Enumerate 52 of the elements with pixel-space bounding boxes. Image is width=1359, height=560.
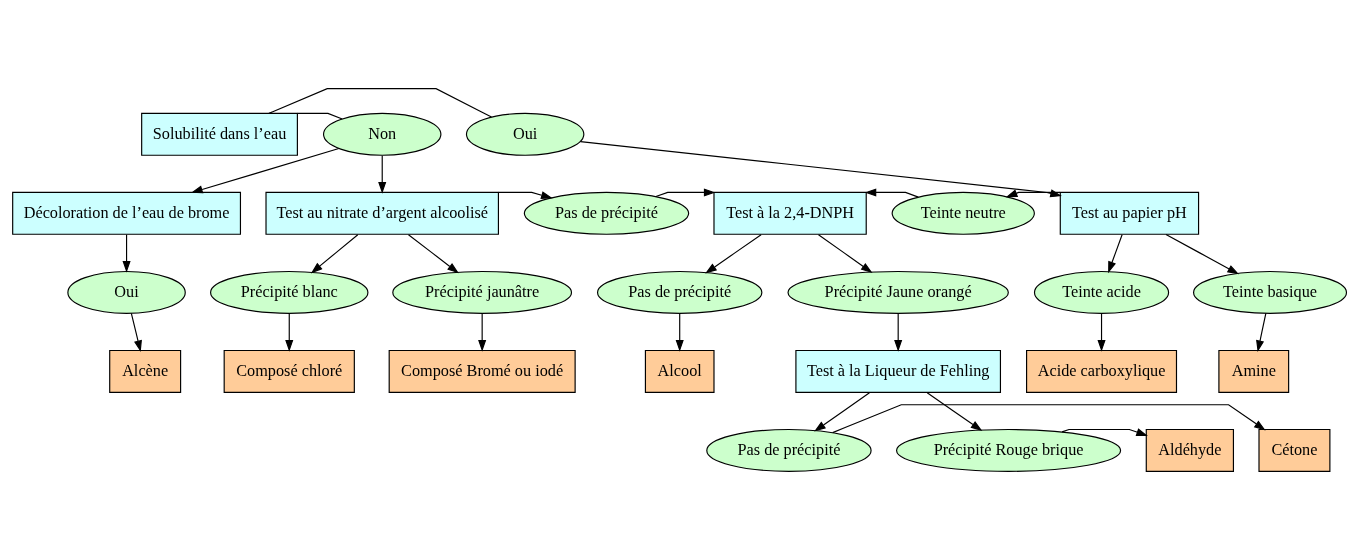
arrow xyxy=(926,392,983,432)
node-box: Composé chloré xyxy=(223,349,355,393)
arrow xyxy=(407,234,459,274)
node-box: Test à la Liqueur de Fehling xyxy=(795,349,1002,393)
node-box: Aldéhyde xyxy=(1145,428,1234,472)
node-ellipse: Teinte acide xyxy=(1033,270,1170,314)
arrow xyxy=(894,313,903,352)
node-box: Acide carboxylique xyxy=(1026,349,1178,393)
arrow xyxy=(1165,233,1240,275)
arrow xyxy=(675,313,684,352)
connector xyxy=(268,88,493,118)
node-ellipse: Précipité Rouge brique xyxy=(896,428,1122,472)
node-ellipse: Pas de précipité xyxy=(706,428,872,472)
node-box: Composé Bromé ou iodé xyxy=(388,349,576,393)
arrow xyxy=(478,313,487,352)
arrow xyxy=(1005,189,1061,198)
arrow xyxy=(832,404,1266,434)
node-box: Alcool xyxy=(644,349,715,393)
arrow xyxy=(285,313,294,352)
arrow xyxy=(864,188,919,198)
node-box: Amine xyxy=(1218,349,1290,393)
arrow xyxy=(814,392,871,432)
connector xyxy=(297,112,343,120)
node-ellipse: Précipité blanc xyxy=(210,270,369,314)
node-box: Solubilité dans l’eau xyxy=(141,112,298,156)
node-ellipse: Pas de précipité xyxy=(596,270,763,314)
arrow xyxy=(498,191,553,200)
arrow xyxy=(130,312,142,352)
node-box: Test au nitrate d’argent alcoolisé xyxy=(265,191,499,235)
arrow xyxy=(655,188,716,198)
arrow xyxy=(378,155,387,194)
arrow xyxy=(1256,312,1267,352)
node-ellipse: Oui xyxy=(67,270,186,314)
arrow xyxy=(310,234,359,274)
node-ellipse: Teinte basique xyxy=(1193,270,1348,314)
node-ellipse: Précipité jaunâtre xyxy=(392,270,573,314)
node-ellipse: Oui xyxy=(465,112,585,156)
node-ellipse: Précipité Jaune orangé xyxy=(787,270,1009,314)
arrow xyxy=(1108,234,1123,274)
arrow xyxy=(1061,428,1148,436)
arrow xyxy=(122,234,131,273)
node-box: Test au papier pH xyxy=(1059,191,1200,235)
arrow xyxy=(579,141,1062,198)
node-box: Alcène xyxy=(109,349,182,393)
node-box: Cétone xyxy=(1258,428,1331,472)
node-box: Décoloration de l’eau de brome xyxy=(12,191,242,235)
arrow xyxy=(817,234,873,274)
arrow xyxy=(705,234,762,274)
arrow xyxy=(1097,313,1106,352)
node-box: Test à la 2,4-DNPH xyxy=(713,191,867,235)
node-ellipse: Non xyxy=(322,112,442,156)
arrow xyxy=(191,147,340,194)
